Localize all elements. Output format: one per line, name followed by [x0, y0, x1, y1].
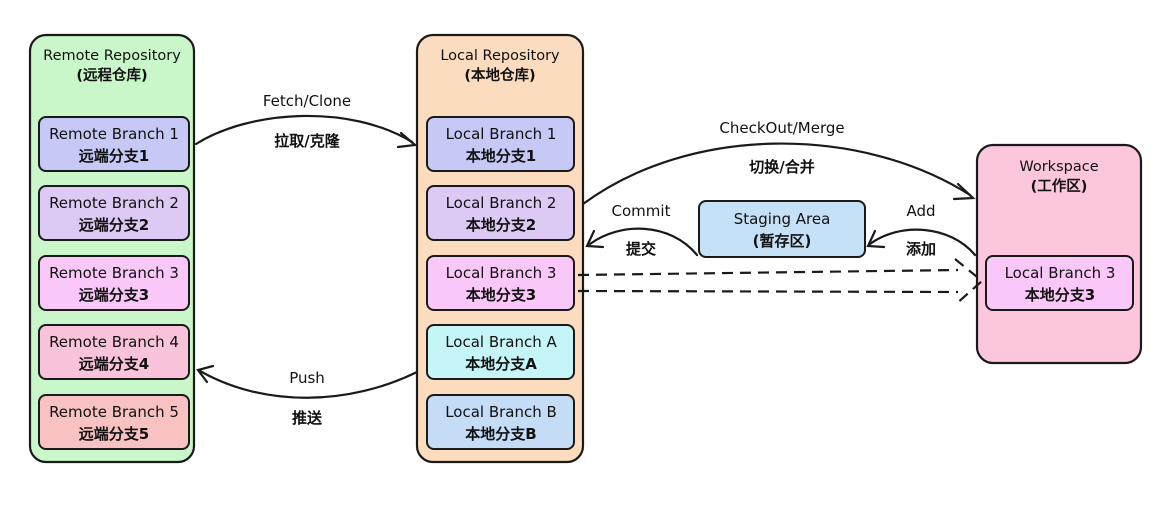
edge-fetch-clone-arrowhead: [396, 131, 418, 149]
workspace-branch-3-label: Local Branch 3: [1005, 264, 1116, 282]
edge-add-line: [868, 228, 977, 257]
edge-push-label: Push: [289, 369, 325, 387]
local-branch-b-label: Local Branch B: [445, 403, 557, 421]
edge-commit-sub: 提交: [626, 240, 656, 258]
edge-branch-3-mapping-bottom: [577, 289, 959, 294]
workspace-panel: [975, 143, 1143, 365]
local-branch-b-cn: 本地分支B: [465, 425, 536, 443]
remote-branch-2-label: Remote Branch 2: [49, 194, 179, 212]
edge-checkout-merge-label: CheckOut/Merge: [719, 119, 844, 137]
remote-branch-4-label: Remote Branch 4: [49, 333, 179, 351]
remote-branch-1-box: [38, 116, 190, 172]
edge-commit: Commit 提交: [585, 202, 699, 258]
remote-branch-2-cn: 远端分支2: [79, 216, 149, 234]
local-branch-2: Local Branch 2 本地分支2: [426, 185, 575, 241]
remote-branch-4-box: [38, 324, 190, 380]
edge-checkout-merge-arrowhead: [952, 182, 976, 201]
remote-branch-3-label: Remote Branch 3: [49, 264, 179, 282]
local-branch-2-label: Local Branch 2: [446, 194, 557, 212]
edge-fetch-clone: Fetch/Clone 拉取/克隆: [194, 92, 418, 150]
edge-checkout-merge-line: [581, 142, 972, 206]
remote-branch-4-cn: 远端分支4: [79, 355, 149, 373]
local-branch-2-box: [426, 185, 575, 241]
remote-branch-5-box: [38, 394, 190, 450]
local-repository: Local Repository (本地仓库) Local Branch 1 本…: [415, 33, 585, 464]
local-branch-b: Local Branch B 本地分支B: [426, 394, 575, 450]
remote-branch-2-box: [38, 185, 190, 241]
edge-fetch-clone-line: [194, 114, 414, 146]
edge-push-arrowhead: [196, 364, 215, 384]
workspace-branch-3: Local Branch 3 本地分支3: [985, 255, 1134, 311]
local-branch-3-cn: 本地分支3: [466, 286, 536, 304]
local-branch-1: Local Branch 1 本地分支1: [426, 116, 575, 172]
workspace-subtitle: (工作区): [1031, 177, 1088, 195]
edge-commit-label: Commit: [612, 202, 671, 220]
edge-fetch-clone-sub: 拉取/克隆: [274, 132, 340, 150]
edge-add-label: Add: [906, 202, 935, 220]
local-branch-a-box: [426, 324, 575, 380]
remote-branch-4: Remote Branch 4 远端分支4: [38, 324, 190, 380]
remote-branch-3-cn: 远端分支3: [79, 286, 149, 304]
workspace-branch-3-cn: 本地分支3: [1025, 286, 1095, 304]
remote-branch-1: Remote Branch 1 远端分支1: [38, 116, 190, 172]
remote-branch-1-label: Remote Branch 1: [49, 125, 179, 143]
edge-branch-3-mapping-top: [577, 268, 959, 277]
workspace-branch-3-box: [985, 255, 1134, 311]
remote-repository-subtitle: (远程仓库): [76, 66, 147, 84]
edge-checkout-merge: CheckOut/Merge 切换/合并: [581, 119, 976, 206]
remote-branch-3: Remote Branch 3 远端分支3: [38, 255, 190, 311]
local-repository-title: Local Repository: [440, 48, 560, 64]
edge-push-sub: 推送: [292, 409, 323, 427]
edge-checkout-merge-sub: 切换/合并: [749, 158, 814, 176]
local-branch-a-label: Local Branch A: [445, 333, 557, 351]
local-branch-2-cn: 本地分支2: [466, 216, 536, 234]
local-branch-1-label: Local Branch 1: [446, 125, 557, 143]
workspace: Workspace (工作区) Local Branch 3 本地分支3: [975, 143, 1143, 365]
staging-area: Staging Area (暂存区): [698, 200, 866, 258]
local-branch-3-label: Local Branch 3: [446, 264, 557, 282]
staging-area-box: [698, 200, 866, 258]
remote-branch-2: Remote Branch 2 远端分支2: [38, 185, 190, 241]
edge-fetch-clone-label: Fetch/Clone: [263, 92, 351, 110]
local-repository-subtitle: (本地仓库): [464, 66, 535, 84]
local-branch-1-box: [426, 116, 575, 172]
staging-area-subtitle: (暂存区): [753, 232, 812, 250]
remote-branch-5-label: Remote Branch 5: [49, 403, 179, 421]
edge-add-sub: 添加: [906, 240, 936, 258]
local-branch-a: Local Branch A 本地分支A: [426, 324, 575, 380]
workspace-title: Workspace: [1019, 159, 1098, 175]
remote-branch-5-cn: 远端分支5: [79, 425, 149, 443]
edge-commit-arrowhead: [585, 229, 605, 249]
remote-repository-title: Remote Repository: [43, 48, 181, 64]
edge-push: Push 推送: [196, 364, 419, 427]
edge-branch-3-mapping: [577, 258, 984, 306]
local-branch-b-box: [426, 394, 575, 450]
staging-area-title: Staging Area: [734, 210, 831, 228]
remote-branch-3-box: [38, 255, 190, 311]
edge-branch-3-mapping-arrowhead: [954, 258, 984, 306]
edge-add-arrowhead: [866, 229, 886, 249]
remote-repository: Remote Repository (远程仓库) Remote Branch 1…: [28, 33, 196, 464]
edge-push-line: [198, 369, 419, 399]
local-branch-1-cn: 本地分支1: [466, 147, 536, 165]
edge-add: Add 添加: [866, 202, 977, 258]
local-branch-3-box: [426, 255, 575, 311]
edge-commit-line: [588, 227, 699, 257]
remote-branch-1-cn: 远端分支1: [79, 147, 149, 165]
local-branch-3: Local Branch 3 本地分支3: [426, 255, 575, 311]
local-branch-a-cn: 本地分支A: [465, 355, 537, 373]
remote-branch-5: Remote Branch 5 远端分支5: [38, 394, 190, 450]
